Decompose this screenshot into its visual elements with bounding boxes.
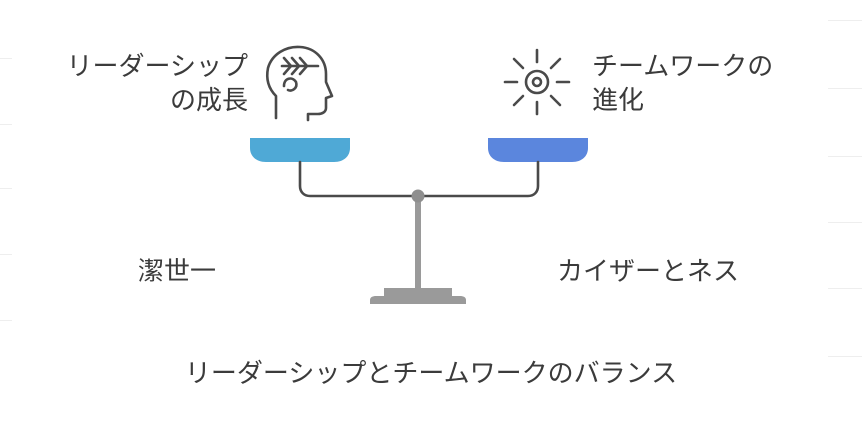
teamwork-evolution-line1: チームワークの (592, 52, 774, 82)
edge-gridline (828, 156, 862, 157)
edge-gridline (828, 288, 862, 289)
leadership-growth-line1: リーダーシップ (66, 52, 248, 82)
edge-gridline (0, 254, 12, 255)
leadership-growth-label: リーダーシップ の成長 (67, 50, 248, 118)
left-pan (250, 138, 350, 162)
gear-sun-icon (503, 48, 571, 116)
edge-gridline (828, 356, 862, 357)
edge-gridline (0, 58, 12, 59)
edge-gridline (0, 124, 12, 125)
scale-pivot (411, 189, 425, 203)
scale-base-bottom (370, 296, 466, 304)
right-factor-label: カイザーとネス (557, 257, 740, 287)
scale-post (415, 196, 421, 288)
right-pan (488, 138, 588, 162)
diagram-caption: リーダーシップとチームワークのバランス (184, 359, 678, 389)
teamwork-evolution-label: チームワークの 進化 (592, 50, 773, 118)
edge-gridline (828, 20, 862, 21)
left-factor-label: 潔世一 (138, 257, 217, 287)
head-growth-icon (265, 45, 334, 122)
scale-base-top (384, 288, 452, 296)
edge-gridline (828, 88, 862, 89)
edge-gridline (828, 222, 862, 223)
leadership-growth-line2: の成長 (169, 86, 248, 116)
teamwork-evolution-line2: 進化 (592, 86, 645, 116)
edge-gridline (0, 320, 12, 321)
edge-gridline (0, 188, 12, 189)
